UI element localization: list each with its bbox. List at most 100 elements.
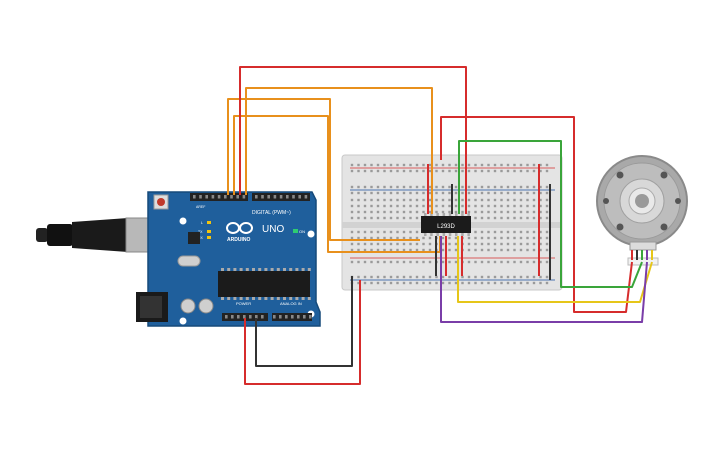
header-pin (292, 195, 295, 199)
breadboard-hole (422, 185, 425, 189)
ic-pin (430, 233, 433, 236)
breadboard-hole (363, 248, 367, 252)
breadboard-hole (448, 242, 451, 246)
breadboard-hole (441, 163, 445, 167)
breadboard-hole (500, 236, 503, 240)
breadboard-hole (532, 260, 536, 264)
breadboard-hole (500, 185, 503, 189)
breadboard-hole (441, 210, 445, 214)
breadboard-hole (513, 191, 516, 195)
ic-pin (424, 213, 427, 216)
breadboard-hole (545, 198, 549, 202)
on-led (293, 229, 298, 233)
chip-pin (289, 297, 293, 300)
breadboard-hole (539, 163, 542, 167)
breadboard-hole (493, 236, 497, 240)
breadboard-hole (474, 191, 477, 195)
breadboard-hole (454, 281, 458, 285)
breadboard-hole (376, 242, 380, 246)
breadboard-hole (383, 210, 386, 214)
breadboard-hole (415, 236, 419, 240)
breadboard-hole (428, 275, 432, 279)
breadboard-hole (415, 216, 419, 220)
breadboard-hole (357, 281, 360, 285)
breadboard-hole (480, 210, 484, 214)
breadboard-hole (409, 230, 412, 234)
breadboard-hole (415, 281, 419, 285)
breadboard-hole (402, 281, 406, 285)
breadboard-hole (389, 236, 393, 240)
breadboard-hole (389, 260, 393, 264)
chip-pin (283, 297, 286, 300)
breadboard-hole (493, 242, 497, 246)
breadboard-hole (441, 169, 445, 173)
breadboard-hole (389, 210, 393, 214)
breadboard-hole (539, 230, 542, 234)
breadboard-hole (493, 216, 497, 220)
breadboard-hole (376, 191, 380, 195)
chip-pin (233, 268, 237, 271)
ic-pin (467, 213, 470, 216)
breadboard-hole (539, 281, 542, 285)
breadboard-hole (500, 210, 503, 214)
breadboard-hole (422, 236, 425, 240)
capacitor-1 (180, 298, 196, 314)
chip-pin (245, 268, 249, 271)
breadboard-hole (526, 191, 529, 195)
breadboard-hole (480, 260, 484, 264)
breadboard-hole (500, 242, 503, 246)
breadboard-hole (487, 260, 490, 264)
breadboard-hole (506, 163, 510, 167)
breadboard-hole (357, 210, 360, 214)
header-pin (211, 195, 215, 199)
breadboard-hole (474, 230, 477, 234)
breadboard-hole (454, 198, 458, 202)
chip-pin (307, 297, 311, 300)
chip-pin (239, 297, 243, 300)
breadboard-hole (506, 281, 510, 285)
breadboard-hole (532, 281, 536, 285)
breadboard-hole (526, 275, 529, 279)
breadboard-hole (480, 236, 484, 240)
breadboard-hole (363, 210, 367, 214)
dc-motor (596, 155, 688, 266)
chip-pin (258, 268, 262, 271)
breadboard-hole (513, 185, 516, 189)
breadboard-hole (448, 191, 451, 195)
breadboard-hole (370, 204, 373, 208)
breadboard-hole (370, 242, 373, 246)
breadboard-hole (539, 216, 542, 220)
breadboard-hole (350, 260, 354, 264)
breadboard-hole (402, 236, 406, 240)
chip-pin (221, 268, 224, 271)
breadboard-hole (480, 216, 484, 220)
breadboard-hole (526, 260, 529, 264)
breadboard-hole (383, 230, 386, 234)
motor-screw (660, 171, 668, 179)
chip-pin (301, 297, 305, 300)
header-pin (267, 195, 270, 199)
breadboard-hole (467, 281, 471, 285)
breadboard-hole (513, 281, 516, 285)
breadboard-hole (526, 230, 529, 234)
breadboard-hole (493, 260, 497, 264)
breadboard-hole (435, 169, 438, 173)
breadboard-hole (487, 169, 490, 173)
breadboard-hole (422, 198, 425, 202)
ic-pin (455, 233, 458, 236)
breadboard-hole (415, 191, 419, 195)
header-pin (205, 195, 208, 199)
breadboard-hole (500, 163, 503, 167)
breadboard-hole (532, 198, 536, 202)
breadboard-hole (448, 260, 451, 264)
breadboard-hole (376, 236, 380, 240)
breadboard-hole (487, 248, 490, 252)
breadboard-hole (500, 281, 503, 285)
usb-chip (188, 232, 200, 244)
chip-pin (245, 297, 249, 300)
breadboard-hole (409, 275, 412, 279)
chip-pin (227, 268, 231, 271)
motor-screw (675, 198, 681, 204)
breadboard-hole (435, 204, 438, 208)
breadboard-hole (513, 198, 516, 202)
